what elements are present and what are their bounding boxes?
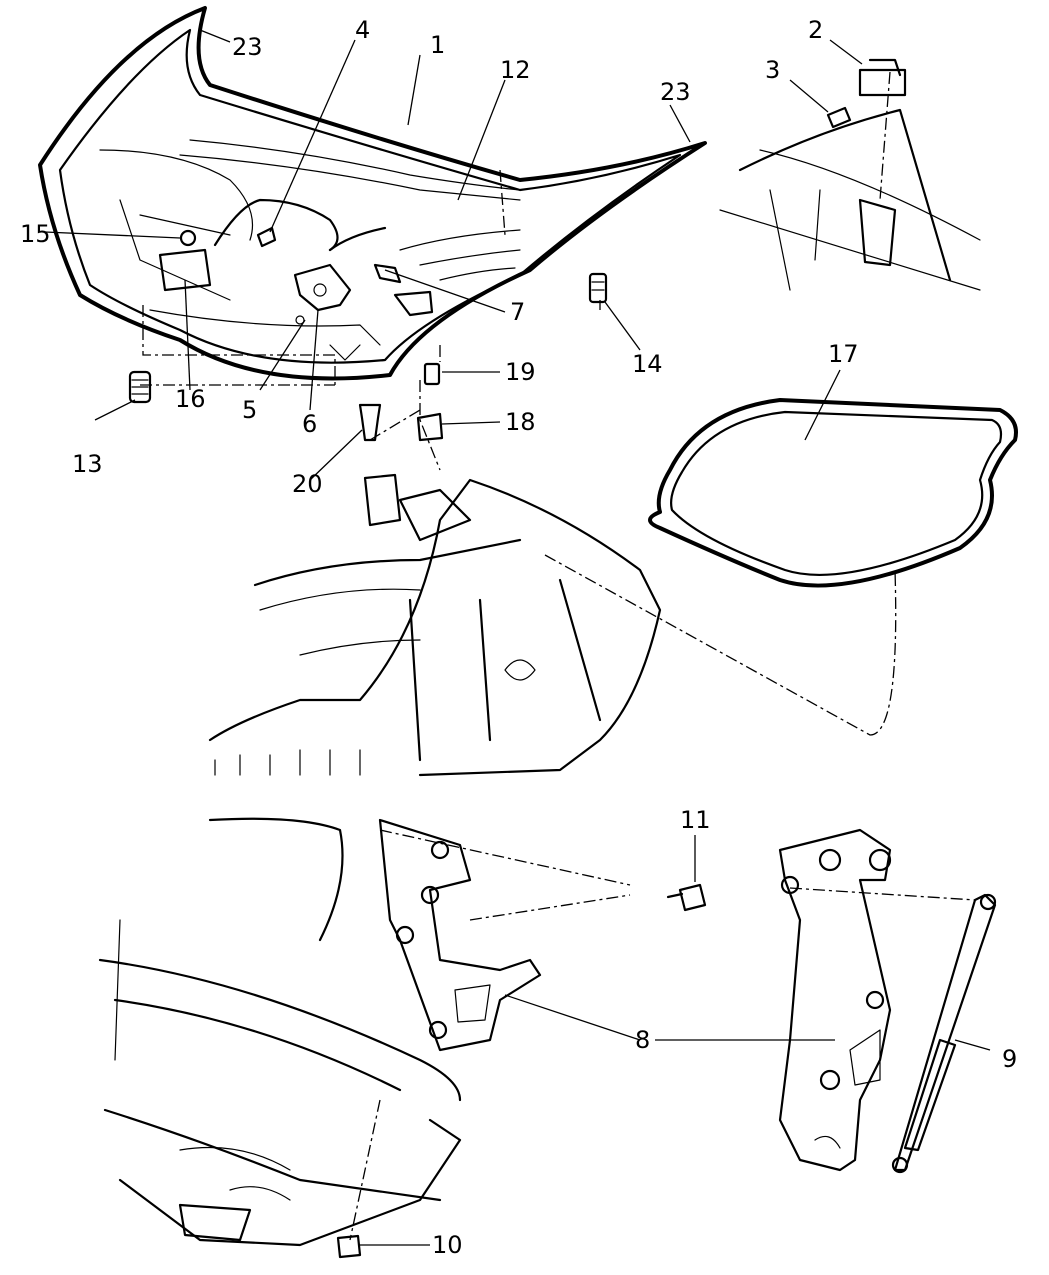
callout-4: 4 — [355, 16, 370, 44]
callout-7: 7 — [510, 298, 525, 326]
striker-assembly — [719, 58, 981, 291]
bolt-4 — [256, 226, 277, 248]
bolt-3 — [826, 106, 852, 129]
callout-8: 8 — [635, 1026, 650, 1054]
callout-5: 5 — [242, 396, 257, 424]
leader-lines — [44, 29, 991, 1246]
fastener-19 — [423, 362, 441, 386]
weatherstrip-seal-17 — [648, 398, 1018, 588]
plug-20 — [358, 403, 382, 442]
callout-15: 15 — [20, 220, 51, 248]
callout-23-left: 23 — [232, 33, 263, 61]
release-cable — [213, 198, 339, 252]
callout-6: 6 — [302, 410, 317, 438]
callout-11: 11 — [680, 806, 711, 834]
hinge-8-right — [778, 828, 892, 1172]
callout-19: 19 — [505, 358, 536, 386]
callout-18: 18 — [505, 408, 536, 436]
callout-10: 10 — [432, 1231, 463, 1259]
phantom-lines — [140, 71, 976, 1241]
callout-12: 12 — [500, 56, 531, 84]
hinge-8-left — [378, 818, 542, 1052]
callout-23-right: 23 — [660, 78, 691, 106]
callout-2: 2 — [808, 16, 823, 44]
callout-17: 17 — [828, 340, 859, 368]
bumper-bracket — [158, 248, 212, 292]
callout-9: 9 — [1002, 1045, 1017, 1073]
hinge-installation-body — [98, 817, 462, 1247]
bolt-10 — [336, 1234, 362, 1259]
callout-3: 3 — [765, 56, 780, 84]
gas-strut-9 — [891, 893, 997, 1174]
nut-15 — [179, 229, 197, 247]
callouts: 1 2 3 4 5 6 7 8 9 10 11 12 13 14 15 16 1… — [20, 16, 1017, 1259]
callout-20: 20 — [292, 470, 323, 498]
deck-lid-panel — [38, 6, 707, 381]
clip-18 — [416, 412, 444, 442]
trunk-opening-body — [208, 473, 662, 777]
callout-1: 1 — [430, 31, 445, 59]
callout-16: 16 — [175, 385, 206, 413]
bumper-stop-13 — [128, 370, 152, 404]
bumper-14 — [588, 272, 608, 304]
connector-7 — [373, 263, 402, 284]
callout-13: 13 — [72, 450, 103, 478]
callout-14: 14 — [632, 350, 663, 378]
latch-assembly — [293, 263, 352, 312]
bolt-11 — [666, 883, 707, 912]
